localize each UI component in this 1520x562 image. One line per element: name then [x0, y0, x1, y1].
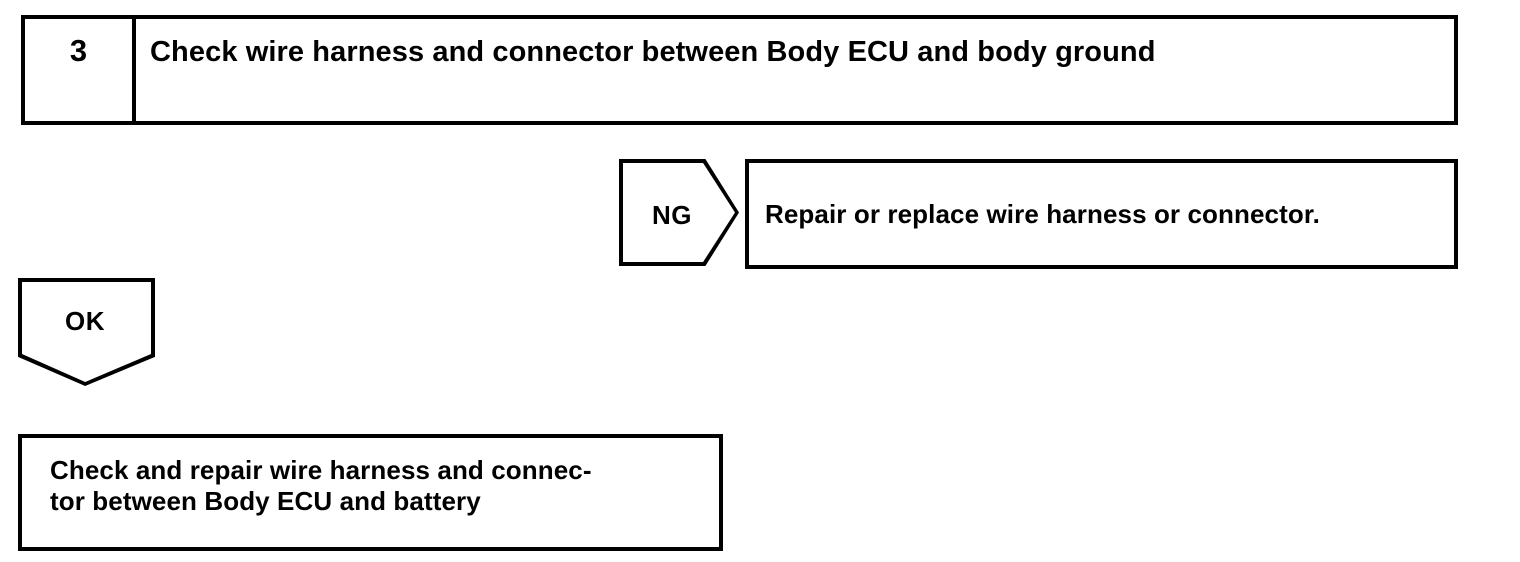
result-tag-ng: NG	[619, 159, 739, 266]
action-text-final: Check and repair wire harness and connec…	[50, 455, 592, 516]
step-number-cell: 3	[25, 19, 136, 121]
result-tag-ng-label: NG	[652, 200, 692, 230]
step-title-cell: Check wire harness and connector between…	[136, 19, 1454, 121]
result-tag-ok: OK	[18, 278, 155, 386]
action-box-final: Check and repair wire harness and connec…	[18, 434, 723, 551]
step-header-row: 3 Check wire harness and connector betwe…	[21, 15, 1458, 125]
action-box-repair: Repair or replace wire harness or connec…	[745, 159, 1458, 269]
step-title: Check wire harness and connector between…	[150, 36, 1156, 68]
action-text-repair: Repair or replace wire harness or connec…	[765, 198, 1320, 229]
step-number: 3	[69, 33, 88, 68]
result-tag-ok-label: OK	[65, 306, 105, 336]
